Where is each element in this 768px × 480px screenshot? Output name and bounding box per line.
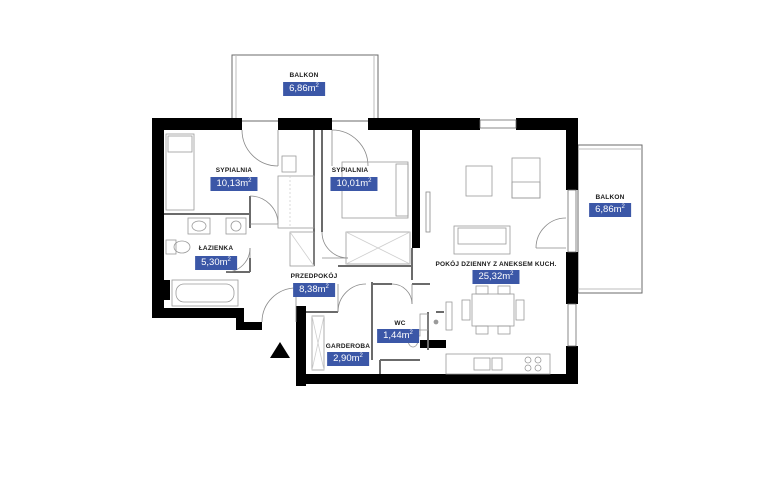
balcony-right xyxy=(577,144,643,294)
bedroom-1-furniture xyxy=(165,133,315,229)
living-room-furniture xyxy=(445,157,551,375)
pokoj-dzienny-area: 25,32m2 xyxy=(472,270,520,284)
balkon-top-label: BALKON xyxy=(289,72,319,79)
balkon-top-area: 6,86m2 xyxy=(283,82,325,96)
doors xyxy=(225,129,567,323)
wc-label: WC xyxy=(394,320,406,327)
sypialnia-2-area: 10,01m2 xyxy=(330,177,378,191)
windows xyxy=(479,119,577,347)
lazienka-label: ŁAZIENKA xyxy=(198,245,234,252)
entrance-arrow-icon xyxy=(270,342,290,358)
sypialnia-1-area: 10,13m2 xyxy=(210,177,258,191)
garderoba-label: GARDEROBA xyxy=(325,343,371,350)
lazienka-area: 5,30m2 xyxy=(195,256,237,270)
przedpokoj-label: PRZEDPOKÓJ xyxy=(290,273,338,280)
garderoba-area: 2,90m2 xyxy=(327,352,369,366)
interior-walls xyxy=(164,130,444,374)
wc-area: 1,44m2 xyxy=(377,329,419,343)
bathroom-fixtures xyxy=(165,217,247,307)
sypialnia-1-label: SYPIALNIA xyxy=(215,167,253,174)
outer-walls xyxy=(152,118,578,386)
hall-wardrobe xyxy=(311,315,325,371)
balkon-right-label: BALKON xyxy=(595,194,625,201)
balkon-right-area: 6,86m2 xyxy=(589,203,631,217)
pokoj-dzienny-label: POKÓJ DZIENNY Z ANEKSEM KUCH. xyxy=(435,261,557,268)
sypialnia-2-label: SYPIALNIA xyxy=(331,167,369,174)
przedpokoj-area: 8,38m2 xyxy=(293,283,335,297)
